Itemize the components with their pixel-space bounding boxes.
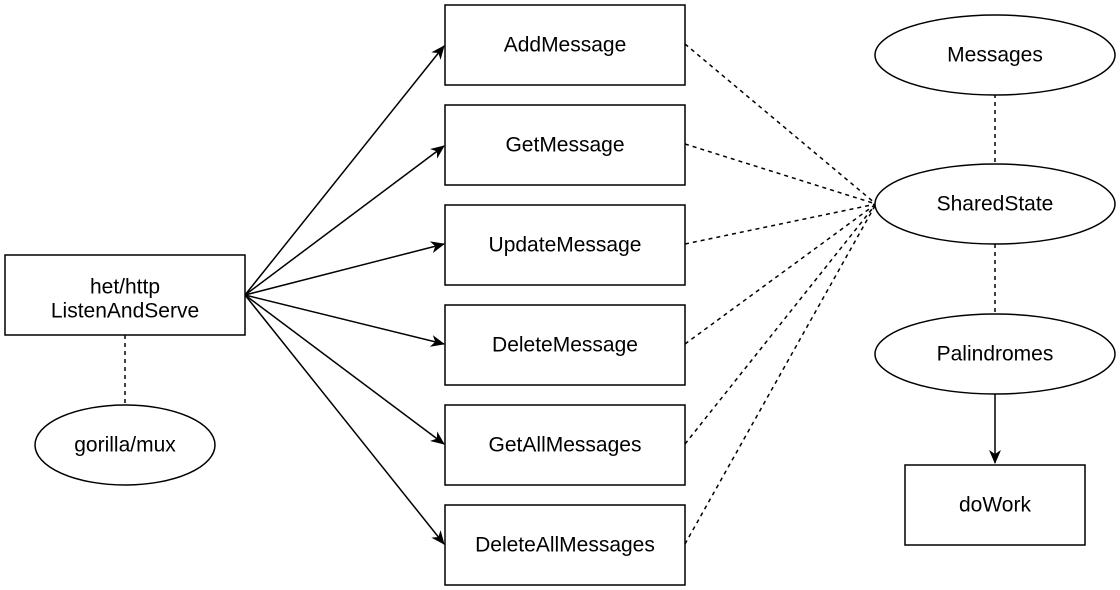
handler-node-getallmessages: GetAllMessages: [444, 404, 686, 486]
link-getmessage-sharedstate: [684, 143, 877, 205]
handler-node-getmessage: GetMessage: [444, 104, 686, 186]
handler-label: AddMessage: [504, 34, 627, 57]
handler-node-updatemessage: UpdateMessage: [444, 204, 686, 286]
handler-node-addmessage: AddMessage: [444, 4, 686, 86]
router-node: gorilla/mux: [34, 404, 216, 486]
server-label-line2: ListenAndServe: [51, 300, 199, 323]
dowork-node: doWork: [904, 464, 1086, 546]
handler-node-deleteallmessages: DeleteAllMessages: [444, 504, 686, 586]
handler-label: GetAllMessages: [489, 434, 642, 457]
link-addmessage-sharedstate: [684, 43, 877, 205]
link-updatemessage-sharedstate: [684, 203, 877, 245]
handler-label: DeleteMessage: [492, 334, 638, 357]
server-label-line1: het/http: [90, 276, 160, 299]
arrow-to-deleteallmessages: [244, 294, 445, 545]
handler-to-sharedstate-links: [124, 43, 996, 545]
dowork-label: doWork: [959, 494, 1031, 517]
arrow-to-updatemessage: [244, 241, 445, 296]
sharedstate-label: SharedState: [937, 193, 1054, 216]
router-label: gorilla/mux: [74, 434, 176, 457]
server-to-handler-arrows: [244, 45, 445, 545]
handler-label: GetMessage: [505, 134, 624, 157]
arrow-to-getallmessages: [244, 294, 445, 445]
handler-node-deletemessage: DeleteMessage: [444, 304, 686, 386]
handler-label: UpdateMessage: [489, 234, 642, 257]
palindromes-label: Palindromes: [937, 343, 1054, 366]
link-deleteallmessages-sharedstate: [684, 203, 877, 545]
messages-node: Messages: [874, 14, 1116, 96]
handler-label: DeleteAllMessages: [475, 534, 655, 557]
server-node: het/http ListenAndServe: [4, 254, 246, 336]
palindromes-node: Palindromes: [874, 313, 1116, 395]
arrow-to-addmessage: [244, 45, 445, 296]
sharedstate-node: SharedState: [874, 163, 1116, 245]
messages-label: Messages: [947, 44, 1043, 67]
arrow-to-getmessage: [244, 145, 445, 296]
link-getallmessages-sharedstate: [684, 203, 877, 445]
arrow-to-deletemessage: [244, 294, 445, 347]
